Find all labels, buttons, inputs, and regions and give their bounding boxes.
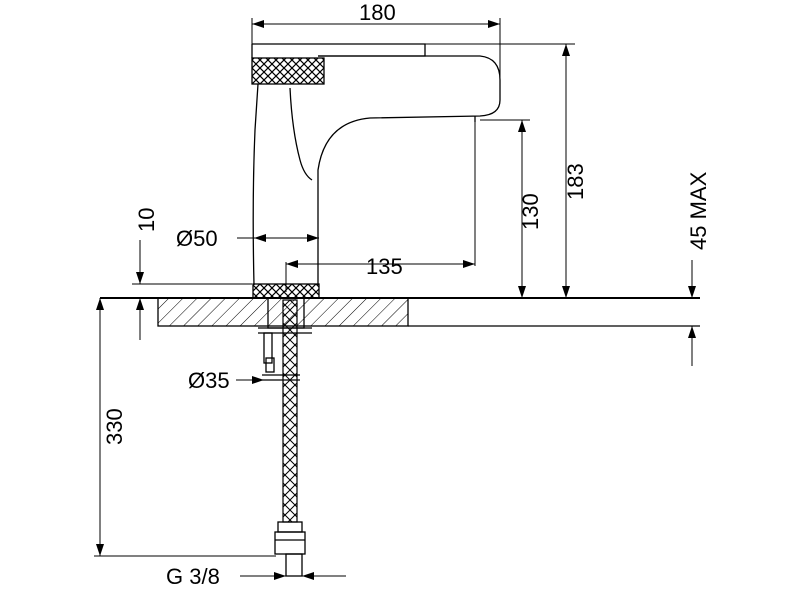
dimension-183-label: 183	[563, 163, 588, 200]
dimension-180: 180	[251, 0, 501, 80]
dimension-330: 330	[94, 298, 276, 557]
dimension-180-label: 180	[359, 0, 396, 25]
dimension-183: 183	[425, 43, 588, 298]
dimension-o50: Ø50	[176, 226, 319, 251]
braided-hose	[282, 299, 298, 523]
dimension-10: 10	[132, 208, 252, 340]
handle-knurled-grip	[251, 57, 325, 85]
dimension-330-label: 330	[102, 408, 127, 445]
faucet-body	[251, 43, 501, 299]
dimension-g38: G 3/8	[166, 564, 346, 589]
dimension-45-max: 45 MAX	[686, 171, 711, 366]
mounting-stud-and-hose	[258, 297, 312, 577]
dimension-o50-label: Ø50	[176, 226, 218, 251]
dimension-135-label: 135	[366, 254, 403, 279]
countertop	[100, 297, 700, 327]
dimension-10-label: 10	[134, 208, 159, 232]
dimension-130-label: 130	[518, 193, 543, 230]
dimension-o35-label: Ø35	[188, 368, 230, 393]
dimension-45-max-label: 45 MAX	[686, 171, 711, 250]
dimension-130: 130	[480, 119, 543, 298]
dimension-g38-label: G 3/8	[166, 564, 220, 589]
dimension-o35: Ø35	[188, 368, 300, 393]
dimension-135: 135	[285, 122, 476, 292]
